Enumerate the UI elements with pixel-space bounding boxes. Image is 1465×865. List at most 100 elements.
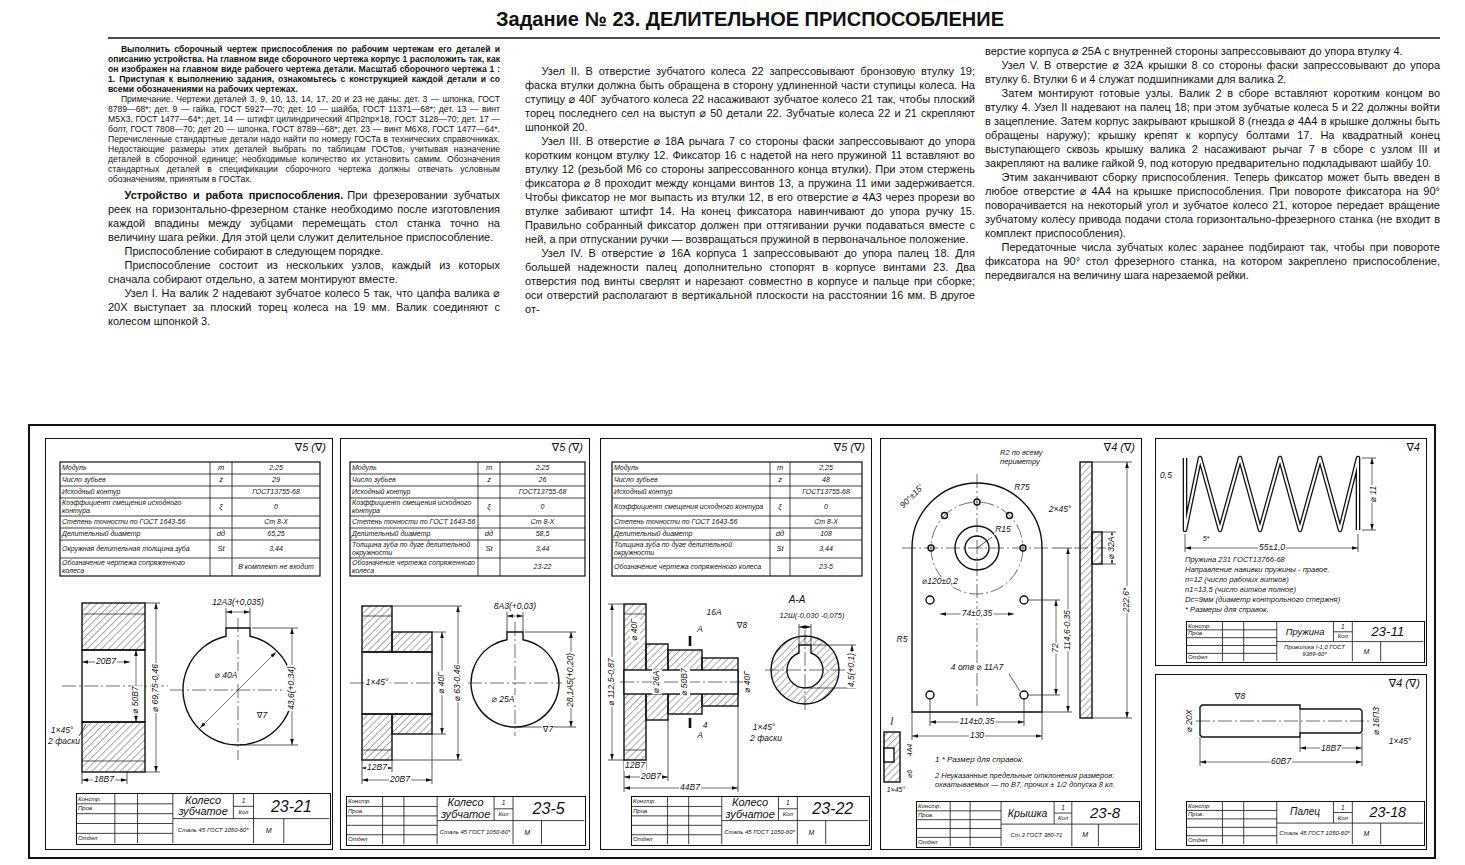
dimension-label: ⌀ 32А (1107, 536, 1117, 561)
table-cell: Число зубьев (614, 474, 768, 486)
drawing-line (392, 632, 432, 652)
table-cell: 58,5 (501, 528, 584, 540)
table-cell: Толщина зуба по дуге делительной окружно… (614, 540, 768, 558)
roughness-mark: ∇4 (1407, 441, 1420, 454)
title-block-line (1187, 653, 1277, 654)
table-cell: Исходный контур (62, 486, 208, 498)
paragraph: Затем монтируют готовые узлы. Валик 2 в … (985, 86, 1440, 170)
table-cell: Делительный диаметр (352, 528, 476, 540)
title-block-label: Кол (1054, 813, 1072, 824)
paragraph: Узел V. В отверстие ⌀ 32А крышки 8 со ст… (985, 58, 1440, 86)
text-column: Выполнить сборочный чертеж приспособлени… (108, 44, 500, 328)
table-cell: 3,44 (791, 540, 861, 558)
title-block-label: М (1352, 642, 1380, 662)
table-line (60, 486, 320, 487)
dimension-label: 1×45° (1388, 737, 1413, 747)
title-block-line (1187, 810, 1277, 811)
drawing-line (362, 616, 392, 617)
title-block-label: 1 (494, 797, 513, 809)
title-block-label: Отдел (633, 835, 666, 844)
drawing-line (977, 537, 992, 548)
drawing-line (82, 722, 145, 772)
drawing-line (350, 683, 436, 684)
table-cell: Модуль (614, 462, 768, 474)
title-block-line (1333, 631, 1352, 632)
dimension-label: 1×45° (752, 723, 777, 733)
dimension-label: 1 * Размер для справок. (935, 754, 1140, 765)
table-cell: Толщина зуба по дуге делительной окружно… (352, 540, 476, 558)
table-cell: dд (210, 528, 232, 540)
part-name: Колесо зубчатое (174, 794, 233, 819)
dimension-label: ⌀ 11 (1369, 485, 1379, 503)
drawing-line (1200, 737, 1201, 766)
table-line (60, 558, 320, 559)
title-block-line (1222, 622, 1223, 661)
title-block-line (347, 815, 437, 816)
title-block: Крышка23-8Ст.3 ГОСТ 380-71Констр.Пров.От… (916, 801, 1140, 848)
title-block-line (825, 821, 826, 845)
title-block-label: Констр. (918, 802, 949, 811)
table-cell: 2,25 (233, 462, 319, 474)
dimension-label: 18В7 (93, 775, 115, 785)
material-text: Ст.3 ГОСТ 380-71 (1002, 824, 1071, 846)
dimension-label: ⌀ 40Г (630, 618, 640, 642)
table-line (232, 462, 233, 576)
roughness-mark: ∇5 (∇) (295, 441, 326, 454)
table-cell: 3,44 (501, 540, 584, 558)
title-block-line (283, 819, 284, 844)
title-block-label: Кол (494, 809, 513, 821)
dimension-label: 114±0,35 (959, 717, 996, 727)
table-line (350, 474, 585, 475)
table-cell: 108 (791, 528, 861, 540)
material-text: Проволока I-1,0 ГОСТ 9389-60* (1278, 642, 1352, 662)
dimension-label: I (890, 716, 895, 728)
table-cell: St (478, 540, 500, 558)
drawing-line (805, 630, 806, 710)
dimension-label: ∇8 (736, 621, 748, 631)
paragraph: Узел I. На валик 2 надевают зубчатое кол… (108, 286, 500, 328)
dimension-label: ∇7 (542, 725, 554, 735)
dimension-label: ∇8 (1234, 692, 1246, 702)
drawing-line (362, 606, 392, 652)
title-block-line (778, 808, 797, 809)
dimension-label: 1×45° (886, 786, 907, 794)
drawing-line (82, 772, 83, 784)
text-column: верстие корпуса ⌀ 25А с внутренней сторо… (985, 44, 1440, 282)
drawing-line (689, 718, 692, 728)
title-block-label: М (1352, 823, 1380, 844)
table-cell: Ст 8-Х (501, 516, 584, 528)
dimension-label: 20В7 (640, 772, 662, 782)
dimension-label: 12А3(+0,035) (211, 598, 265, 608)
material-text: Сталь 45 ГОСТ 1050-60* (723, 821, 797, 845)
title-block-label: Кол (1333, 813, 1352, 824)
table-line (478, 462, 479, 576)
dimension-label: 2×45° (1048, 505, 1073, 515)
paragraph: Узел III. В отверстие ⌀ 18А рычага 7 со … (525, 134, 975, 246)
dimension-label: 2 фаски (749, 734, 783, 744)
cover-23-8-drawing (884, 462, 1132, 782)
table-line (350, 486, 585, 487)
pin-23-18-drawing (1196, 705, 1370, 766)
drawing-line (1362, 530, 1376, 531)
drawing-line (507, 612, 508, 632)
drawing-number: 23-21 (255, 794, 329, 819)
title-block-line (1243, 622, 1244, 661)
drawing-line (926, 691, 934, 699)
title-block-line (1001, 824, 1138, 825)
dimension-label: Направление навивки пружины - правое. (1185, 564, 1423, 574)
dimension-label: ⌀ 63-0,46 (453, 664, 463, 702)
title-block-line (173, 818, 329, 819)
drawing-line (1092, 718, 1132, 719)
paragraph-text: Передаточные числа зубчатых колес заране… (985, 241, 1440, 281)
title-block-label: Кол (233, 806, 253, 818)
drawing-number: 23-22 (798, 797, 867, 821)
dimension-label: 44В7 (679, 783, 701, 793)
dimension-label: * Размеры для справок. (1185, 604, 1423, 614)
paragraph: Этим заканчивают сборку приспособления. … (985, 170, 1440, 240)
dimension-label: n1=13,5 (число витков полное) (1185, 584, 1423, 594)
table-cell: 48 (791, 474, 861, 486)
dimension-label: 60В7 (1270, 757, 1292, 767)
title-block-line (347, 806, 437, 807)
paragraph: Узел II. В отверстие зубчатого колеса 22… (525, 64, 975, 134)
title-block-label: Констр. (633, 797, 666, 806)
